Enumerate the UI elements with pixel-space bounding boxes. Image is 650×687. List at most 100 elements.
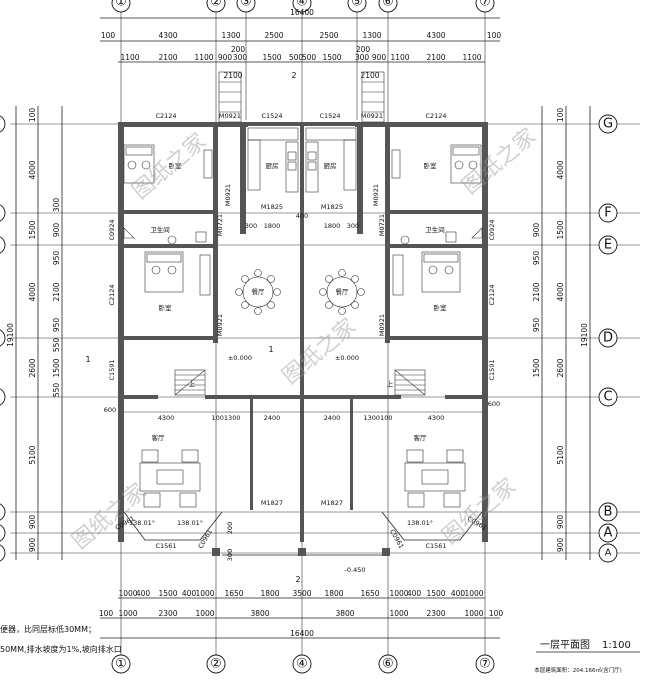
room-label: 卧室 bbox=[169, 161, 183, 170]
dim-text: 900 bbox=[372, 53, 387, 62]
dim-text: 1000 bbox=[389, 589, 408, 598]
dim-text: 100 bbox=[28, 108, 37, 123]
window-label: C2124 bbox=[425, 112, 446, 120]
room-label: 卧室 bbox=[159, 303, 173, 312]
building-walls bbox=[118, 122, 488, 542]
left-dimensions: 19100 100 4000 1500 4000 2600 5100 900 9… bbox=[6, 106, 63, 560]
dim-text: 1500 bbox=[556, 220, 565, 239]
dim-text: 1800 bbox=[264, 222, 281, 230]
axis-label: F bbox=[604, 206, 611, 221]
stairs-label: 上 bbox=[387, 379, 394, 388]
axis-label: ⑥ bbox=[382, 657, 394, 672]
room-label: 客厅 bbox=[152, 433, 166, 442]
dim-text: 100 bbox=[489, 609, 504, 618]
bathroom-left: 卫生间 bbox=[123, 225, 207, 245]
angle-label: 138.01° bbox=[177, 519, 203, 527]
dim-text: 2600 bbox=[28, 358, 37, 377]
area-note: 本层建筑面积：204.166㎡(含门厅) bbox=[534, 666, 622, 674]
overall-depth-dim-right: 19100 bbox=[580, 323, 589, 347]
dim-text: 1300100 bbox=[364, 414, 393, 422]
dim-text: 950 bbox=[52, 318, 61, 333]
dim-text: 900 bbox=[28, 515, 37, 530]
door-label: M0921 bbox=[378, 314, 386, 336]
door-label: M1827 bbox=[261, 499, 283, 507]
dim-text: 400 bbox=[136, 589, 151, 598]
dim-text: 400 bbox=[296, 212, 308, 220]
dim-text: 3800 bbox=[250, 609, 269, 618]
watermark-text: 图纸之家 bbox=[68, 479, 151, 555]
room-label: 卧室 bbox=[434, 303, 448, 312]
dim-text: 100 bbox=[487, 31, 502, 40]
axis-label: A bbox=[605, 548, 612, 559]
dim-text: 5100 bbox=[556, 445, 565, 464]
dim-text: 950 bbox=[532, 318, 541, 333]
dim-text: 100 bbox=[99, 609, 114, 618]
title-block: 一层平面图 1:100 本层建筑面积：204.166㎡(含门厅) bbox=[534, 639, 640, 674]
axis-label: ④ bbox=[296, 0, 308, 10]
window-label: C0961 bbox=[197, 528, 214, 550]
dim-text: 550 bbox=[52, 383, 61, 398]
dim-text: 1500 bbox=[322, 53, 341, 62]
dim-text: 1100 bbox=[194, 53, 213, 62]
stairs-left: 上 bbox=[174, 369, 206, 396]
dining-right: 餐厅 bbox=[319, 269, 365, 315]
dim-text: 5100 bbox=[28, 445, 37, 464]
drawing-title: 一层平面图 bbox=[540, 639, 590, 651]
dim-text: 950 bbox=[52, 251, 61, 266]
door-label: M1825 bbox=[261, 203, 283, 211]
dim-text: 2100 bbox=[360, 71, 379, 80]
dim-text: 1100 bbox=[462, 53, 481, 62]
door-label: M0921 bbox=[224, 184, 232, 206]
dim-text: 1650 bbox=[224, 589, 243, 598]
section-mark: 1 bbox=[268, 345, 273, 354]
dim-text: 900 bbox=[52, 223, 61, 238]
bedroom-top-left: 卧室 bbox=[123, 144, 213, 184]
dim-text: 1000 bbox=[118, 589, 137, 598]
dim-text: 300 bbox=[245, 222, 257, 230]
axis-label: ⑥ bbox=[382, 0, 394, 10]
dim-text: 300 bbox=[52, 198, 61, 213]
dim-text: 2500 bbox=[264, 31, 283, 40]
dim-text: 600 bbox=[488, 400, 500, 408]
dim-text: 1300 bbox=[221, 31, 240, 40]
dim-text: 900 bbox=[28, 538, 37, 553]
dim-text: 1500 bbox=[28, 220, 37, 239]
axis-label: B bbox=[604, 505, 613, 520]
note-line: 便器，比同层标低30MM； bbox=[0, 624, 96, 634]
overall-width-dim-bottom: 16400 bbox=[290, 629, 314, 638]
window-label: C1591 bbox=[488, 359, 496, 380]
elevation-marks: ±0.000 ±0.000 -0.450 1 1 2 bbox=[85, 345, 365, 584]
bedroom-mid-left: 卧室 bbox=[144, 251, 211, 312]
elevation-label: ±0.000 bbox=[228, 354, 252, 362]
window-label: C1561 bbox=[425, 542, 446, 550]
dim-text: 2500 bbox=[319, 31, 338, 40]
window-label: C1561 bbox=[155, 542, 176, 550]
interior-dimensions: 1800 1800 400 300 300 2400 2400 1001300 … bbox=[104, 212, 500, 561]
dim-text: 100 bbox=[101, 31, 116, 40]
dim-text: 400 bbox=[451, 589, 466, 598]
dim-text: 1001300 bbox=[212, 414, 241, 422]
axis-label: ① bbox=[115, 0, 127, 10]
dim-text: 4000 bbox=[556, 282, 565, 301]
axis-label: ④ bbox=[296, 657, 308, 672]
dim-text: 1000 bbox=[464, 589, 483, 598]
dim-text: 2100 bbox=[223, 71, 242, 80]
dim-text: 4300 bbox=[158, 31, 177, 40]
kitchen-right: 厨房 bbox=[305, 127, 357, 193]
dim-text: 400 bbox=[407, 589, 422, 598]
dim-text: 900 bbox=[556, 515, 565, 530]
dim-text: 1800 bbox=[260, 589, 279, 598]
door-label: M1825 bbox=[321, 203, 343, 211]
bottom-dimensions: 1000 400 1500 400 1000 1650 1800 3500 18… bbox=[99, 589, 504, 639]
dim-text: 2400 bbox=[264, 414, 281, 422]
living-right: 客厅 138.01° bbox=[404, 433, 466, 527]
dim-text: 2100 bbox=[426, 53, 445, 62]
window-label: C0924 bbox=[488, 219, 496, 240]
note-line: 50MM,排水坡度为1%,坡向排水口 bbox=[0, 644, 122, 654]
watermark-text: 图纸之家 bbox=[278, 314, 361, 390]
dim-text: 1000 bbox=[195, 589, 214, 598]
axis-label: E bbox=[604, 238, 612, 253]
angle-label: 138.01° bbox=[407, 519, 433, 527]
dim-text: 500 bbox=[302, 53, 317, 62]
elevation-label: ±0.000 bbox=[335, 354, 359, 362]
